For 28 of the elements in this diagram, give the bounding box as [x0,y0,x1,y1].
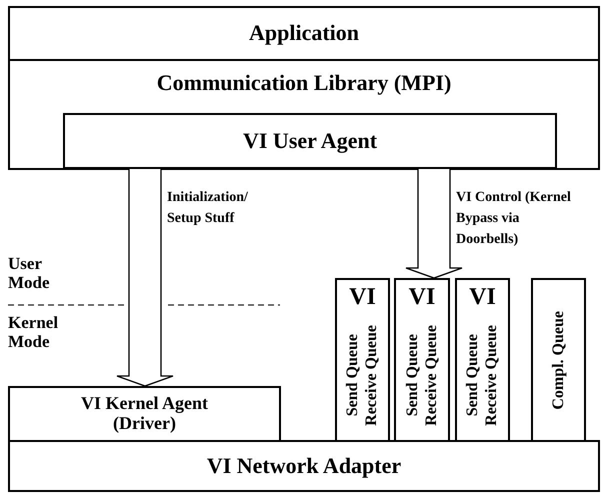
layer-title: Application [248,21,360,46]
block-arrow [116,168,174,387]
mode-label: Kernel Mode [8,314,60,352]
queue-box [531,278,586,442]
queue-label: Send Queue [465,334,481,416]
layer-title: VI Network Adapter [206,454,402,478]
vi-heading: VI [408,284,436,310]
queue-label: Send Queue [404,334,420,416]
vi-heading: VI [469,284,496,310]
layer-box [63,113,557,169]
layer-title: VI Kernel Agent (Driver) [80,394,209,434]
queue-label: Receive Queue [364,324,380,426]
vi-box [455,278,510,442]
vi-heading: VI [349,284,376,310]
layer-title: VI User Agent [242,128,378,154]
layer-title: Communication Library (MPI) [156,71,452,96]
block-arrow [405,168,463,279]
layer-box [8,440,600,492]
layer-box [8,6,600,61]
queue-label: Send Queue [345,334,361,416]
layer-box [8,59,600,170]
mode-label: User Mode [8,255,51,292]
queue-label: Compl. Queue [550,310,566,410]
queue-label: Receive Queue [484,324,500,426]
queue-label: Receive Queue [424,324,440,426]
vi-box [335,278,390,442]
layer-box [8,386,281,442]
vi-box [394,278,450,442]
